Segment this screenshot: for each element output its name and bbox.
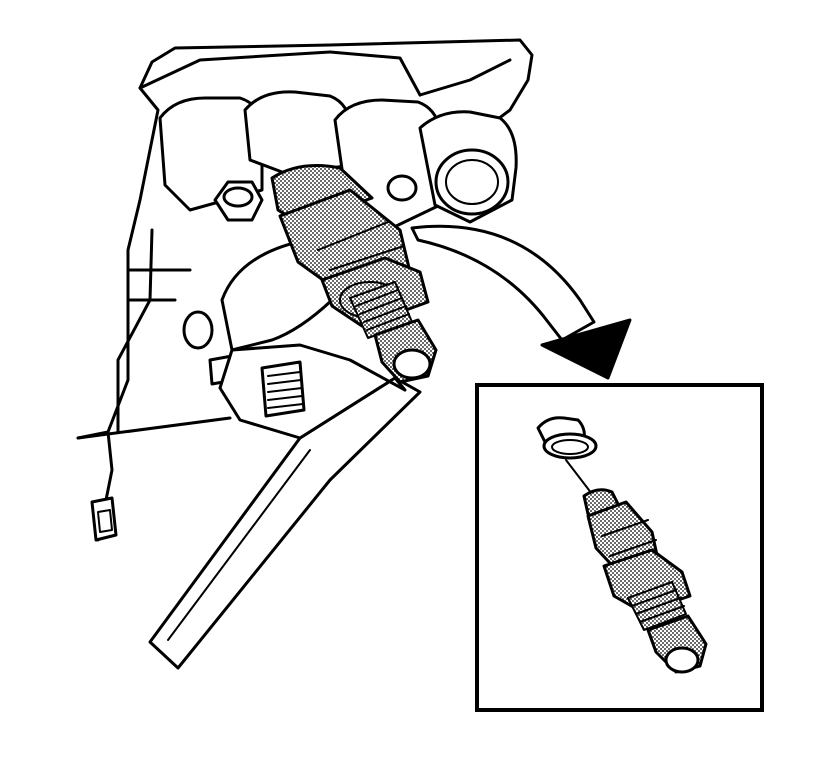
callout-arrow-head [540, 318, 632, 380]
case-side-hole [182, 310, 214, 350]
case-rib-2 [328, 50, 422, 97]
assembly-guide-line [565, 459, 593, 495]
wrench-handle-inner [167, 449, 311, 641]
sensor-fitting-installed [270, 164, 438, 384]
inset-box [475, 383, 764, 712]
case-tab [90, 496, 118, 542]
case-rib-left [128, 268, 192, 302]
hex-bolt [213, 180, 264, 222]
case-lower-ledge [76, 416, 232, 440]
adjustable-wrench [148, 236, 422, 670]
callout-arrow [410, 224, 632, 380]
case-hole [386, 174, 418, 202]
case-rib-3 [418, 58, 512, 97]
case-plug [434, 148, 510, 216]
callout-arrow-shaft [410, 224, 596, 342]
o-ring [536, 416, 598, 460]
case-left-wall [116, 228, 154, 434]
wrench-worm-screw [260, 360, 306, 418]
case-outline [76, 38, 534, 440]
boss-2 [243, 90, 352, 177]
sensor-fitting-removed [582, 488, 708, 674]
case-rib-1 [138, 50, 332, 90]
